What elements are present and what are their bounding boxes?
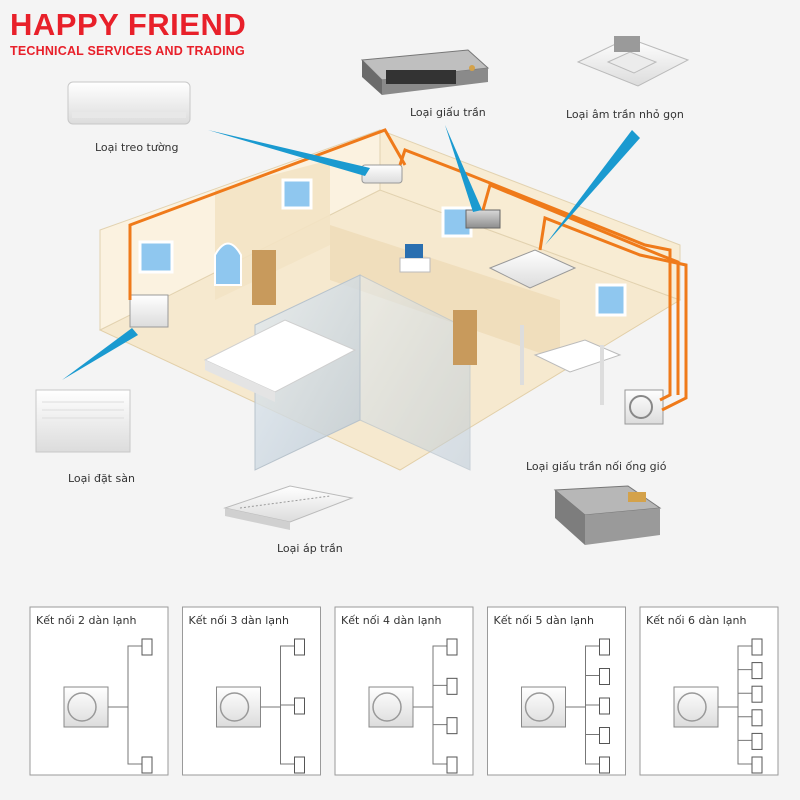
label-floor: Loại đặt sàn	[68, 472, 135, 485]
fan-icon	[677, 692, 707, 722]
outdoor-fan-icon	[629, 395, 653, 419]
indoor-unit-icon	[294, 756, 305, 774]
wall-mounted-unit-image	[67, 81, 191, 125]
indoor-unit-icon	[141, 756, 153, 774]
connection-panel: Kết nối 2 dàn lạnh	[29, 606, 169, 776]
ceiling-suspended-unit-image	[223, 485, 354, 530]
indoor-unit-icon	[446, 717, 458, 735]
panel-label: Kết nối 5 dàn lạnh	[494, 614, 595, 627]
label-ducted: Loại giấu trần	[410, 106, 486, 119]
monitor	[405, 244, 423, 258]
fan-icon	[67, 692, 97, 722]
refrigerant-pipes	[128, 128, 688, 412]
label-cassette: Loại âm trần nhỏ gọn	[566, 108, 684, 121]
window-2	[281, 178, 313, 210]
indoor-unit-icon	[446, 638, 458, 656]
panel-label: Kết nối 6 dàn lạnh	[646, 614, 747, 627]
floor-unit-in-house	[129, 294, 169, 328]
connection-line	[565, 706, 600, 765]
bed-side	[205, 360, 275, 402]
indoor-unit-icon	[141, 638, 153, 656]
indoor-unit-icon	[446, 756, 458, 774]
window-1	[138, 240, 174, 274]
floor-standing-unit-image	[35, 389, 131, 453]
indoor-unit-icon	[294, 697, 305, 715]
pipe-ducted-unit	[481, 182, 680, 395]
window-4	[595, 283, 627, 317]
interior-wall-2	[330, 225, 560, 360]
indoor-unit-icon	[446, 677, 458, 695]
label-ceiling: Loại áp trần	[277, 542, 343, 555]
house-cutaway	[98, 129, 682, 471]
indoor-unit-icon	[751, 756, 763, 774]
pointer-ducted	[445, 125, 482, 212]
fan-icon	[372, 692, 402, 722]
indoor-unit-icon	[599, 638, 610, 656]
panel-label: Kết nối 4 dàn lạnh	[341, 614, 442, 627]
glass-panel-side	[359, 274, 471, 471]
desk	[399, 257, 431, 273]
dining-table	[533, 339, 622, 373]
pipe-cassette-unit	[538, 215, 688, 412]
indoor-unit-icon	[599, 668, 610, 685]
indoor-unit-icon	[599, 727, 610, 744]
chair	[600, 345, 604, 405]
pipe-wall-unit	[398, 148, 672, 402]
ducted-unit-image	[360, 49, 490, 95]
indoor-unit-icon	[294, 638, 305, 656]
indoor-unit-icon	[751, 685, 763, 703]
brand-logo: HAPPY FRIEND TECHNICAL SERVICES AND TRAD…	[10, 7, 247, 59]
label-wall: Loại treo tường	[95, 141, 179, 154]
indoor-unit-icon	[751, 709, 763, 727]
panel-label: Kết nối 3 dàn lạnh	[189, 614, 290, 627]
connection-panel: Kết nối 3 dàn lạnh	[182, 606, 321, 776]
indoor-unit-icon	[599, 756, 610, 774]
connection-panel: Kết nối 4 dàn lạnh	[334, 606, 474, 776]
pointer-floor	[62, 328, 138, 380]
brand-subtitle: TECHNICAL SERVICES AND TRADING	[10, 44, 245, 58]
pointer-wall	[208, 130, 370, 176]
connection-line	[108, 706, 142, 765]
connection-line	[413, 706, 447, 765]
door-2	[453, 310, 477, 365]
connection-line	[260, 706, 295, 765]
connection-panel: Kết nối 5 dàn lạnh	[487, 606, 626, 776]
connection-panel: Kết nối 6 dàn lạnh	[639, 606, 779, 776]
panel-label: Kết nối 2 dàn lạnh	[36, 614, 137, 627]
door-1	[252, 250, 276, 305]
chair	[520, 325, 524, 385]
cassette-unit-image	[576, 36, 690, 87]
pointer-cassette	[545, 130, 640, 245]
fan-icon	[524, 692, 555, 722]
connection-panels: Kết nối 2 dàn lạnh Kết nối 3 dàn lạnh Kết …	[29, 606, 779, 776]
cassette-unit-in-house	[488, 249, 577, 289]
pipe-floor-unit	[128, 128, 407, 300]
indoor-unit-icon	[751, 638, 763, 656]
ducted-unit-in-house	[465, 209, 501, 229]
ducted-duct-unit-image	[553, 485, 662, 545]
fan-icon	[219, 692, 250, 722]
arched-window	[214, 242, 242, 286]
indoor-unit-icon	[751, 662, 763, 680]
pointer-arrows	[62, 125, 640, 380]
indoor-unit-icon	[599, 697, 610, 715]
brand-title: HAPPY FRIEND	[10, 7, 247, 42]
label-ducted-duct: Loại giấu trần nối ống gió	[526, 460, 667, 473]
connection-line	[718, 706, 752, 765]
indoor-unit-icon	[751, 732, 763, 750]
